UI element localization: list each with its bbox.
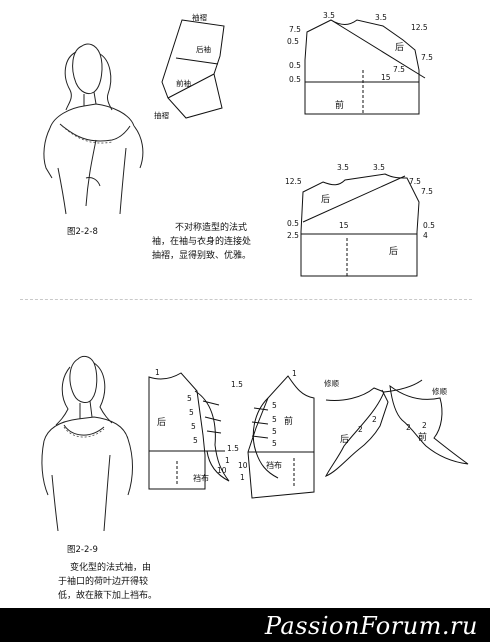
watermark-text: PassionForum.ru xyxy=(264,612,478,640)
p2-label-front: 后 xyxy=(389,246,398,257)
p4-num-4: 5 xyxy=(272,427,277,436)
sleeve-label-top: 袖褶 xyxy=(192,12,207,22)
p4-num-3: 5 xyxy=(272,415,277,424)
p3-num-1: 1 xyxy=(155,368,160,377)
p4-num-6: 10 xyxy=(238,461,248,470)
caption-2-line-3: 低，故在腋下加上裆布。 xyxy=(58,591,158,601)
p2-num-5: 7.5 xyxy=(421,187,433,196)
caption-1-line-2: 袖，在袖与衣身的连接处 xyxy=(152,237,252,247)
watermark-bar xyxy=(0,608,490,642)
sleeve-pattern-1: 袖褶 后袖 前袖 抽褶 xyxy=(154,12,225,120)
piece-num-1: 2 xyxy=(358,425,363,434)
p2-label-back: 后 xyxy=(321,194,330,205)
p1-label-back: 后 xyxy=(395,42,404,53)
p1-label-front: 前 xyxy=(335,99,344,111)
bodice-pattern-1: 3.5 3.5 7.5 12.5 0.5 0.5 0.5 15 7.5 7.5 … xyxy=(287,11,433,115)
p3-label-back: 后 xyxy=(157,417,166,428)
woman-illustration-asymmetric xyxy=(43,43,144,215)
p4-num-1: 1 xyxy=(292,369,297,378)
p3-num-6: 5 xyxy=(193,436,198,445)
bodice-pattern-3: 1 1.5 5 5 5 5 1.5 1 10 后 裆布 xyxy=(148,368,243,490)
figure-label-1: 图2-2-8 xyxy=(67,227,98,237)
bodice-pattern-2: 3.5 3.5 12.5 7.5 7.5 0.5 2.5 15 0.5 4 后 … xyxy=(285,163,435,277)
p2-num-1: 3.5 xyxy=(337,163,349,172)
p1-num-9: 7.5 xyxy=(393,65,405,74)
p2-num-4: 7.5 xyxy=(409,177,421,186)
p1-num-1: 3.5 xyxy=(323,11,335,20)
sleeve-label-back: 后袖 xyxy=(196,44,211,54)
piece-label-trim-1: 修顺 xyxy=(324,378,339,388)
sleeve-label-front: 前袖 xyxy=(176,78,191,88)
flounce-pieces: 修顺 修顺 后 前 2 2 2 2 xyxy=(324,378,469,477)
p1-num-5: 0.5 xyxy=(287,37,299,46)
p4-label-gusset: 裆布 xyxy=(266,460,282,470)
p3-num-5: 5 xyxy=(191,422,196,431)
piece-num-2: 2 xyxy=(372,415,377,424)
piece-label-back: 后 xyxy=(340,434,349,445)
piece-num-3: 2 xyxy=(406,423,411,432)
p1-num-2: 3.5 xyxy=(375,13,387,22)
p4-label-front: 前 xyxy=(284,415,293,427)
p3-num-9: 10 xyxy=(217,466,227,475)
p4-num-5: 5 xyxy=(272,439,277,448)
p1-num-8: 15 xyxy=(381,73,391,82)
p2-num-3: 12.5 xyxy=(285,177,302,186)
caption-1-line-3: 抽褶，显得别致、优雅。 xyxy=(152,251,252,261)
p3-num-2: 1.5 xyxy=(231,380,243,389)
piece-label-front: 前 xyxy=(418,431,427,443)
p1-num-6: 0.5 xyxy=(289,61,301,70)
p3-label-gusset: 裆布 xyxy=(193,473,209,483)
p2-num-9: 0.5 xyxy=(423,221,435,230)
p1-num-3: 7.5 xyxy=(289,25,301,34)
p3-num-3: 5 xyxy=(187,394,192,403)
p3-num-4: 5 xyxy=(189,408,194,417)
p4-num-2: 5 xyxy=(272,401,277,410)
p2-num-7: 2.5 xyxy=(287,231,299,240)
p2-num-6: 0.5 xyxy=(287,219,299,228)
p4-num-7: 1 xyxy=(240,473,245,482)
bodice-pattern-4: 1 5 5 5 5 10 1 前 裆布 xyxy=(238,369,315,499)
p2-num-10: 4 xyxy=(423,231,428,240)
section-divider xyxy=(20,299,472,300)
sleeve-label-bottom: 抽褶 xyxy=(154,110,169,120)
caption-1-line-1: 不对称造型的法式 xyxy=(175,223,248,233)
p1-num-7: 0.5 xyxy=(289,75,301,84)
p3-num-7: 1.5 xyxy=(227,444,239,453)
p1-num-4: 12.5 xyxy=(411,23,428,32)
piece-label-trim-2: 修顺 xyxy=(432,386,447,396)
caption-2-line-1: 变化型的法式袖，由 xyxy=(70,563,152,573)
p2-num-8: 15 xyxy=(339,221,349,230)
p2-num-2: 3.5 xyxy=(373,163,385,172)
p3-num-8: 1 xyxy=(225,456,230,465)
piece-num-4: 2 xyxy=(422,421,427,430)
caption-2-line-2: 于袖口的荷叶边开得较 xyxy=(58,577,149,587)
p1-num-10: 7.5 xyxy=(421,53,433,62)
figure-label-2: 图2-2-9 xyxy=(67,545,98,555)
woman-illustration-variation xyxy=(41,355,133,532)
